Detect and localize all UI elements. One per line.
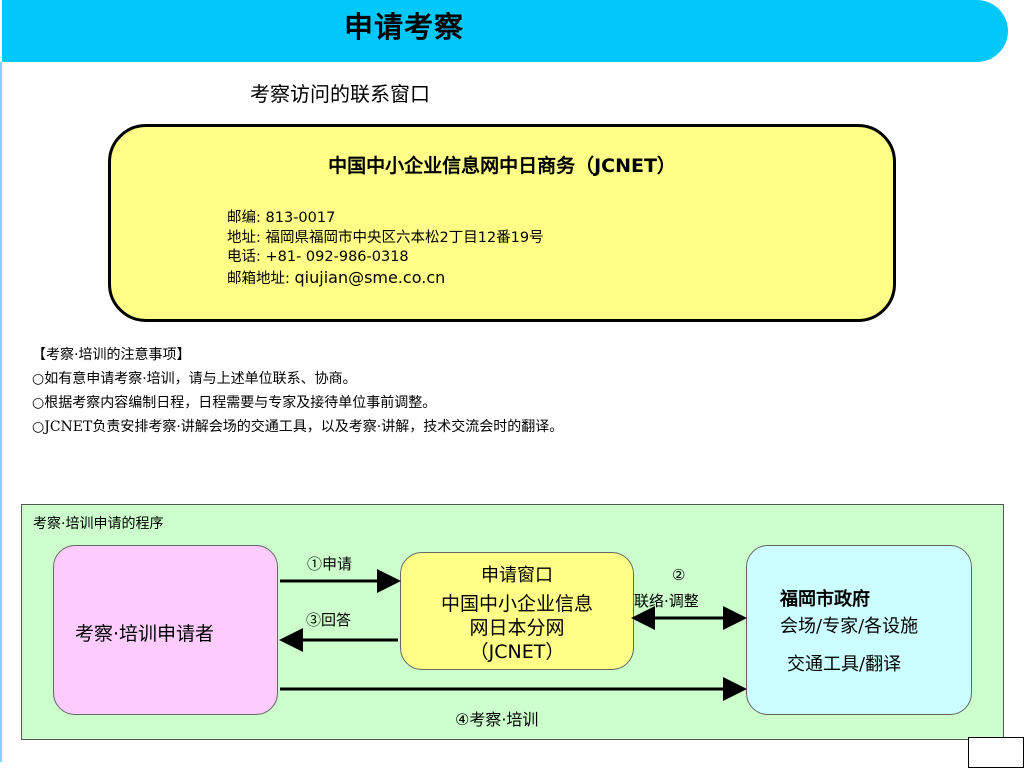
contact-card: 中国中小企业信息网中日商务（JCNET） 邮编: 813-0017 地址: 福岡… — [108, 124, 896, 322]
corner-box — [968, 737, 1024, 768]
application-window-node — [400, 552, 634, 670]
contact-email-row: 邮箱地址: qiujian@sme.co.cn — [227, 268, 544, 290]
government-services-2: 交通工具/翻译 — [787, 654, 902, 675]
step-visit-label: ④考察·培训 — [455, 710, 539, 729]
contact-postal-code: 邮编: 813-0017 — [227, 210, 336, 226]
notes-item: ○根据考察内容编制日程，日程需要与专家及接待单位事前调整。 — [32, 395, 437, 411]
page-title: 申请考察 — [344, 10, 465, 44]
title-bar — [2, 0, 1008, 62]
applicant-label: 考察·培训申请者 — [75, 623, 215, 645]
step-reply-label: ③回答 — [306, 611, 352, 629]
government-services: 会场/专家/各设施 — [780, 616, 919, 637]
contact-phone: 电话: +81- 092-986-0318 — [227, 249, 409, 265]
left-rule — [0, 62, 2, 762]
window-org-line1: 中国中小企业信息 — [440, 593, 593, 615]
window-org-line2: 网日本分网 — [469, 617, 565, 639]
step-coordinate-number: ② — [672, 566, 686, 584]
notes-section: 【考察·培训的注意事项】 ○如有意申请考察·培训，请与上述单位联系、协商。 ○根… — [32, 343, 563, 439]
contact-heading: 考察访问的联系窗口 — [250, 82, 430, 106]
contact-address: 地址: 福岡県福岡市中央区六本松2丁目12番19号 — [227, 229, 544, 246]
step-apply-label: ①申请 — [307, 555, 353, 573]
government-name: 福岡市政府 — [780, 589, 870, 610]
notes-heading: 【考察·培训的注意事项】 — [32, 347, 191, 363]
notes-item: ○JCNET负责安排考察·讲解会场的交通工具，以及考察·讲解，技术交流会时的翻译… — [32, 419, 564, 435]
window-title: 申请窗口 — [481, 565, 553, 586]
contact-email-label: 邮箱地址: — [227, 270, 295, 287]
notes-item: ○如有意申请考察·培训，请与上述单位联系、协商。 — [32, 371, 357, 387]
step-coordinate-label: 联络·调整 — [634, 592, 699, 610]
window-org-line3: （JCNET） — [469, 641, 565, 663]
process-label: 考察·培训申请的程序 — [33, 516, 164, 532]
applicant-node — [53, 545, 278, 715]
contact-email-link[interactable]: qiujian@sme.co.cn — [294, 267, 446, 287]
contact-org-name: 中国中小企业信息网中日商务（JCNET） — [328, 155, 676, 177]
contact-details: 邮编: 813-0017 地址: 福岡県福岡市中央区六本松2丁目12番19号 电… — [227, 209, 544, 289]
government-node — [746, 545, 972, 715]
